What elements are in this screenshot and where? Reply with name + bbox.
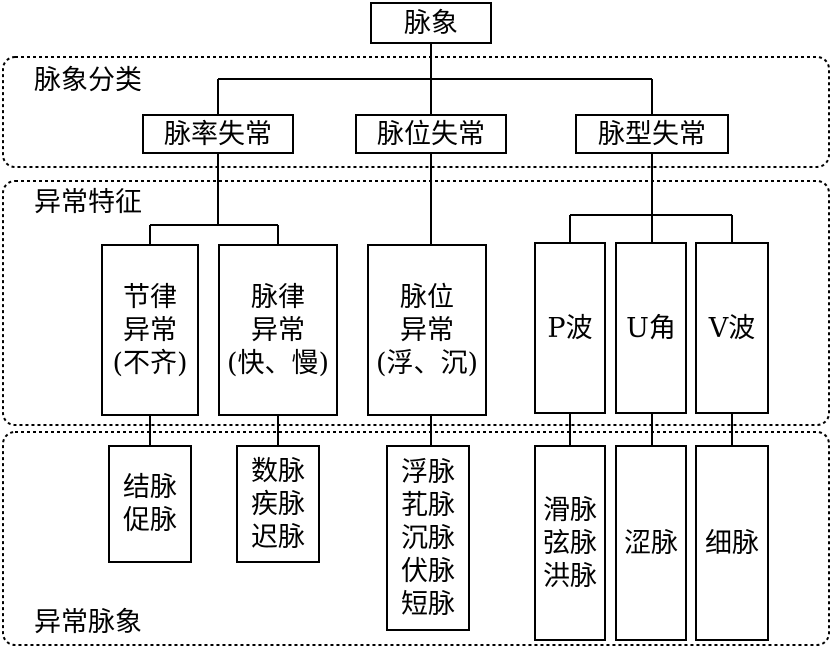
features-region-frame [2, 180, 830, 426]
rate-abnormal-node: 脉率失常 [142, 114, 294, 154]
p-wave-pulses-node: 滑脉 弦脉 洪脉 [534, 445, 606, 641]
p-wave-feature-node: P波 [534, 242, 606, 414]
tempo-feature-node: 脉律 异常 (快、慢) [218, 244, 338, 416]
abnormal-pulses-region-frame [2, 431, 830, 646]
root-node: 脉象 [370, 2, 492, 44]
abnormal-pulses-region-label: 异常脉象 [34, 607, 142, 638]
rhythm-pulses-node: 结脉 促脉 [108, 445, 192, 563]
tempo-pulses-node: 数脉 疾脉 迟脉 [236, 445, 320, 563]
classification-region-label: 脉象分类 [34, 65, 142, 96]
features-region-label: 异常特征 [34, 187, 142, 218]
v-wave-feature-node: V波 [695, 242, 769, 414]
classification-region-frame [2, 56, 830, 168]
position-abnormal-node: 脉位失常 [355, 114, 507, 154]
position-pulses-node: 浮脉 芤脉 沉脉 伏脉 短脉 [386, 445, 470, 631]
position-feature-node: 脉位 异常 (浮、沉) [367, 244, 487, 416]
shape-abnormal-node: 脉型失常 [575, 114, 729, 154]
u-angle-pulses-node: 涩脉 [615, 445, 687, 641]
v-wave-pulses-node: 细脉 [695, 445, 769, 641]
region-frames [2, 56, 830, 646]
rhythm-feature-node: 节律 异常 (不齐) [101, 244, 199, 416]
connectors [149, 43, 733, 446]
u-angle-feature-node: U角 [615, 242, 687, 414]
